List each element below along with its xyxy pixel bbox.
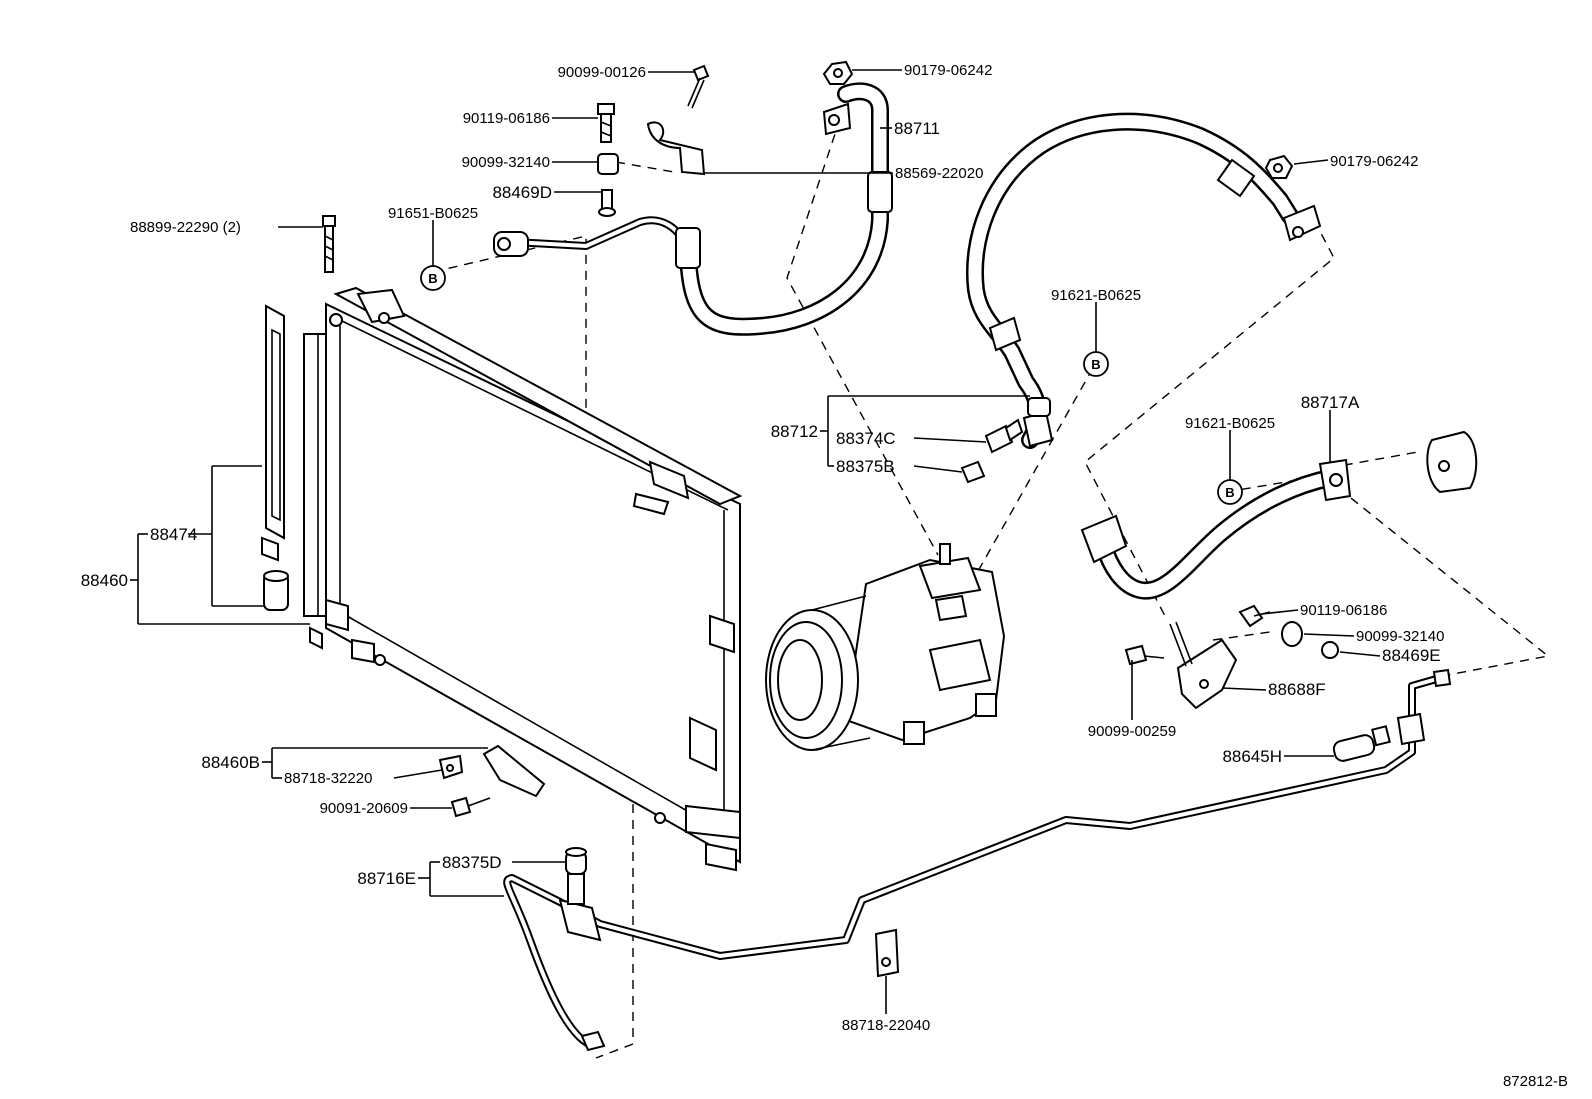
compressor — [765, 543, 1006, 751]
condenser-bolt-88899 — [322, 215, 336, 273]
label-88474: 88474 — [150, 525, 197, 544]
diagram-id: 872812-B — [1503, 1073, 1568, 1090]
label-88569-22020: 88569-22020 — [895, 165, 983, 182]
label-88688F: 88688F — [1268, 680, 1326, 699]
nut-90179 — [822, 60, 1294, 179]
liquid-tube-88716E — [503, 668, 1452, 1052]
b-marker-91621-lower: B — [1217, 479, 1243, 505]
leader-lines — [130, 69, 1381, 1014]
label-90099-32140-top: 90099-32140 — [462, 154, 550, 171]
label-88718-32220: 88718-32220 — [284, 770, 372, 787]
label-88718-22040: 88718-22040 — [842, 1017, 930, 1034]
label-91621-B0625-lower: 91621-B0625 — [1185, 415, 1275, 432]
label-88717A: 88717A — [1301, 393, 1360, 412]
part-labels: 90099-00126 90179-06242 90119-06186 8871… — [81, 62, 1568, 1090]
svg-text:B: B — [428, 271, 437, 286]
clamp-88718-22040 — [874, 928, 900, 978]
label-90099-00126: 90099-00126 — [558, 64, 646, 81]
label-88899-22290: 88899-22290 (2) — [130, 219, 241, 236]
bracket-88460B — [438, 744, 546, 818]
b-marker-91621-upper: B — [1083, 351, 1109, 377]
label-90119-06186-right: 90119-06186 — [1300, 602, 1387, 619]
suction-tube-88717A — [1080, 430, 1478, 600]
label-90179-06242-right: 90179-06242 — [1330, 153, 1418, 170]
label-91621-B0625-upper: 91621-B0625 — [1051, 287, 1141, 304]
condenser-88460 — [261, 286, 743, 872]
label-88711: 88711 — [894, 119, 940, 138]
label-88712: 88712 — [771, 422, 818, 441]
label-91651-B0625: 91651-B0625 — [388, 205, 478, 222]
label-88460: 88460 — [81, 571, 128, 590]
label-90119-06186-top: 90119-06186 — [463, 110, 550, 127]
dryer-cap — [263, 570, 289, 611]
label-88460B: 88460B — [201, 753, 260, 772]
label-88645H: 88645H — [1222, 747, 1282, 766]
label-88375D: 88375D — [442, 853, 502, 872]
label-90179-06242-top: 90179-06242 — [904, 62, 992, 79]
label-90099-32140-right: 90099-32140 — [1356, 628, 1444, 645]
label-88716E: 88716E — [357, 869, 416, 888]
b-marker-91651: B — [420, 265, 446, 291]
svg-text:B: B — [1225, 485, 1234, 500]
label-88469E: 88469E — [1382, 646, 1441, 665]
service-valves — [960, 418, 1024, 484]
svg-text:B: B — [1091, 357, 1100, 372]
hose-bracket-88569 — [597, 64, 710, 217]
label-90091-20609: 90091-20609 — [320, 800, 408, 817]
label-88375B: 88375B — [836, 457, 895, 476]
suction-hose-88712 — [966, 112, 1322, 449]
pressure-switch-88645H — [1332, 725, 1391, 762]
discharge-hose-88711 — [493, 82, 893, 336]
label-88469D: 88469D — [492, 183, 552, 202]
label-88374C: 88374C — [836, 429, 896, 448]
label-90099-00259: 90099-00259 — [1088, 723, 1176, 740]
